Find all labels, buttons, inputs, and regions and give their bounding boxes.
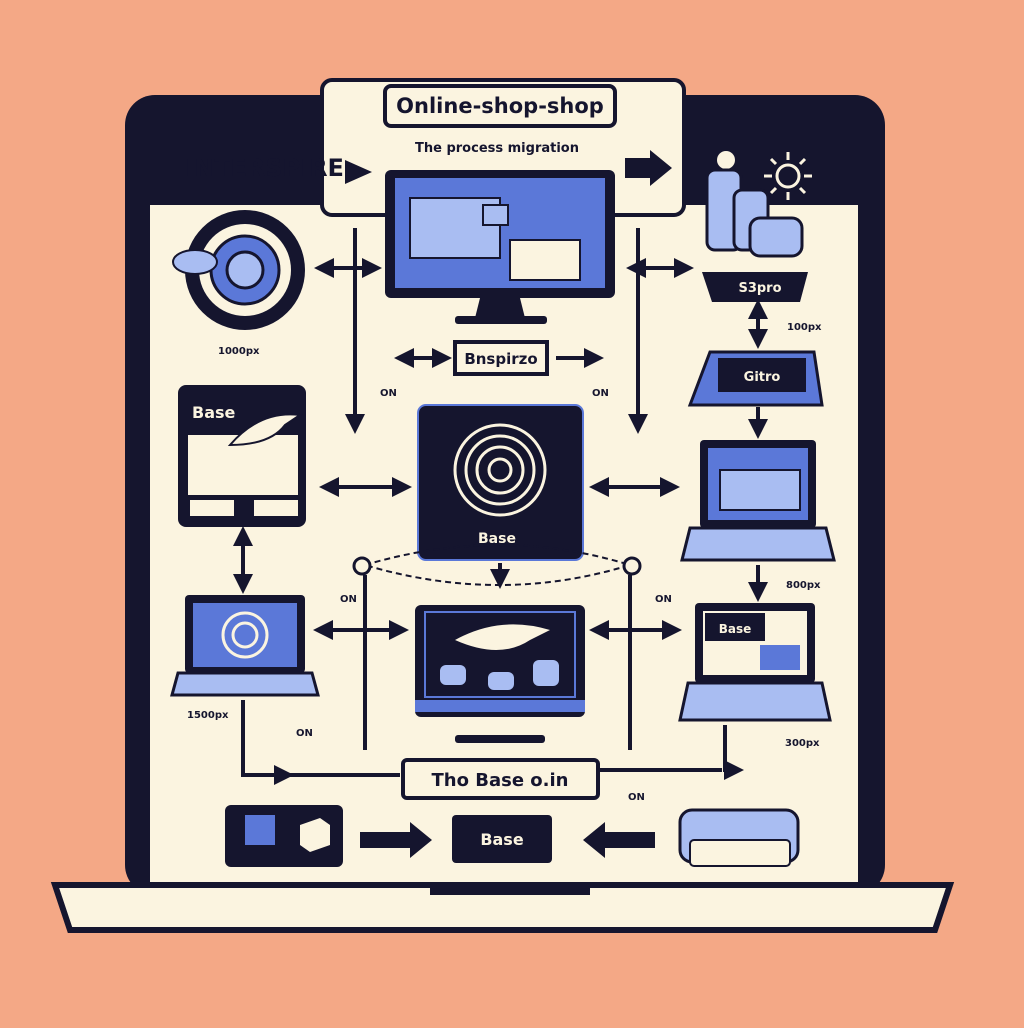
sun-icon [764,152,812,200]
annotation-left-px-2: 1500px [187,710,229,721]
box-icon [300,818,330,852]
header-right-arrow-icon [625,150,672,186]
right-laptop-label: Base [719,622,752,636]
annotation-left-px-1: 1000px [218,346,260,357]
bottom-center-label: Base [480,830,524,849]
right-tile: Gitro [687,350,824,407]
left-laptop [170,595,320,697]
annotation-on-3: ON [340,594,357,605]
small-coin-icon [717,151,735,169]
annotation-on-5: ON [296,728,313,739]
left-card: Base [178,385,306,527]
annotation-on-2: ON [592,388,609,399]
annotation-right-px-3: 300px [785,738,820,749]
right-tile-label: Gitro [744,370,781,385]
dashed-orbit [361,544,634,586]
center-box-label: Base [478,531,516,547]
annotation-right-px-1: 100px [787,322,822,333]
right-laptop-top [680,440,836,562]
header-title: Online-shop-shop [396,94,604,118]
annotation-right-px-2: 800px [786,580,821,591]
annotation-on-4: ON [655,594,672,605]
database-icon [705,168,804,258]
annotation-on-6: ON [628,792,645,803]
center-box: Base [417,404,584,561]
top-right-tile-label: S3pro [738,281,781,296]
bottom-monitor [415,605,585,743]
left-card-label: Base [192,403,236,422]
bottom-banner-label: Tho Base o.in [432,770,569,791]
connector-arrows [233,228,768,785]
top-right-tile: S3pro [702,272,808,302]
right-laptop-bottom: Base [678,603,832,722]
bottom-left-device [225,805,343,867]
mid-label: Bnspirzo [464,350,537,368]
bottom-arrows [360,822,655,858]
laptop-base [50,882,955,933]
top-monitor [385,170,615,324]
bird-icon [227,413,303,447]
mid-label-box: Bnspirzo [453,340,549,376]
header-left-arrow-icon [345,160,372,184]
annotation-on-1: ON [380,388,397,399]
bottom-right-device [678,808,800,867]
bottom-center-box: Base [452,815,552,863]
brand-label: INTERSPIRE [185,154,344,182]
bottom-banner: Tho Base o.in [401,758,600,800]
cloud-icon [172,249,218,275]
header-subtitle: The process migration [415,141,579,156]
